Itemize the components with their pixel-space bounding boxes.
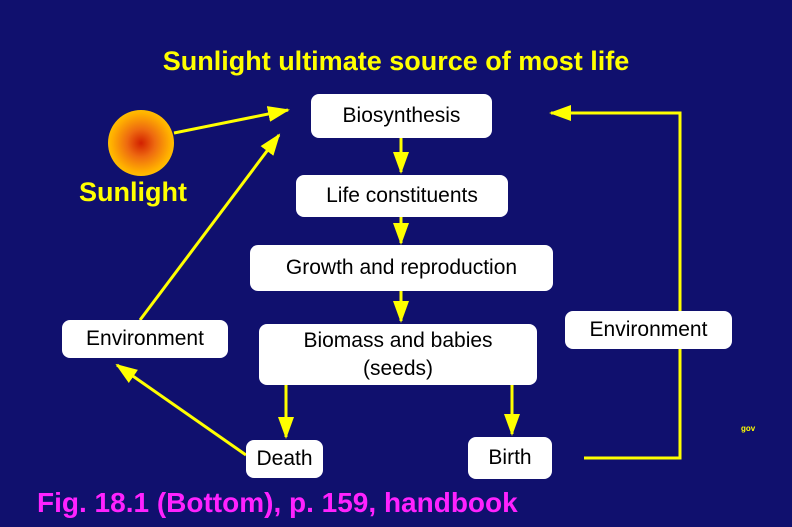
node-growth-label: Growth and reproduction [285,256,518,279]
arrow-sun-to-biosynthesis [173,106,290,135]
node-environment-right-label: Environment [589,318,708,341]
node-environment-right: Environment [565,311,732,349]
footnote-mark: gov [741,424,756,433]
node-birth: Birth [468,437,552,479]
arrow-environment-right-to-biosynthesis [549,105,682,311]
node-death: Death [246,440,323,478]
node-biomass-and-babies: Biomass and babies (seeds) [259,324,537,385]
node-biomass-label-line2: (seeds) [362,356,434,380]
connector-birth-to-environment-right [584,349,682,460]
node-birth-label: Birth [488,446,532,469]
node-death-label: Death [256,447,313,470]
node-growth-and-reproduction: Growth and reproduction [250,245,553,291]
node-environment-left-label: Environment [86,327,204,350]
sun-icon [108,110,174,176]
node-life-constituents-label: Life constituents [326,184,478,207]
node-environment-left: Environment [62,320,228,358]
arrow-death-to-environment-left [115,363,247,457]
node-biosynthesis: Biosynthesis [311,94,492,138]
node-life-constituents: Life constituents [296,175,508,217]
node-biomass-label-line1: Biomass and babies [303,328,493,352]
figure-caption: Fig. 18.1 (Bottom), p. 159, handbook [37,487,518,518]
diagram-title: Sunlight ultimate source of most life [162,46,630,76]
node-biosynthesis-label: Biosynthesis [342,104,461,127]
sunlight-label: Sunlight [79,177,187,207]
arrow-environment-left-to-biosynthesis [138,133,281,321]
